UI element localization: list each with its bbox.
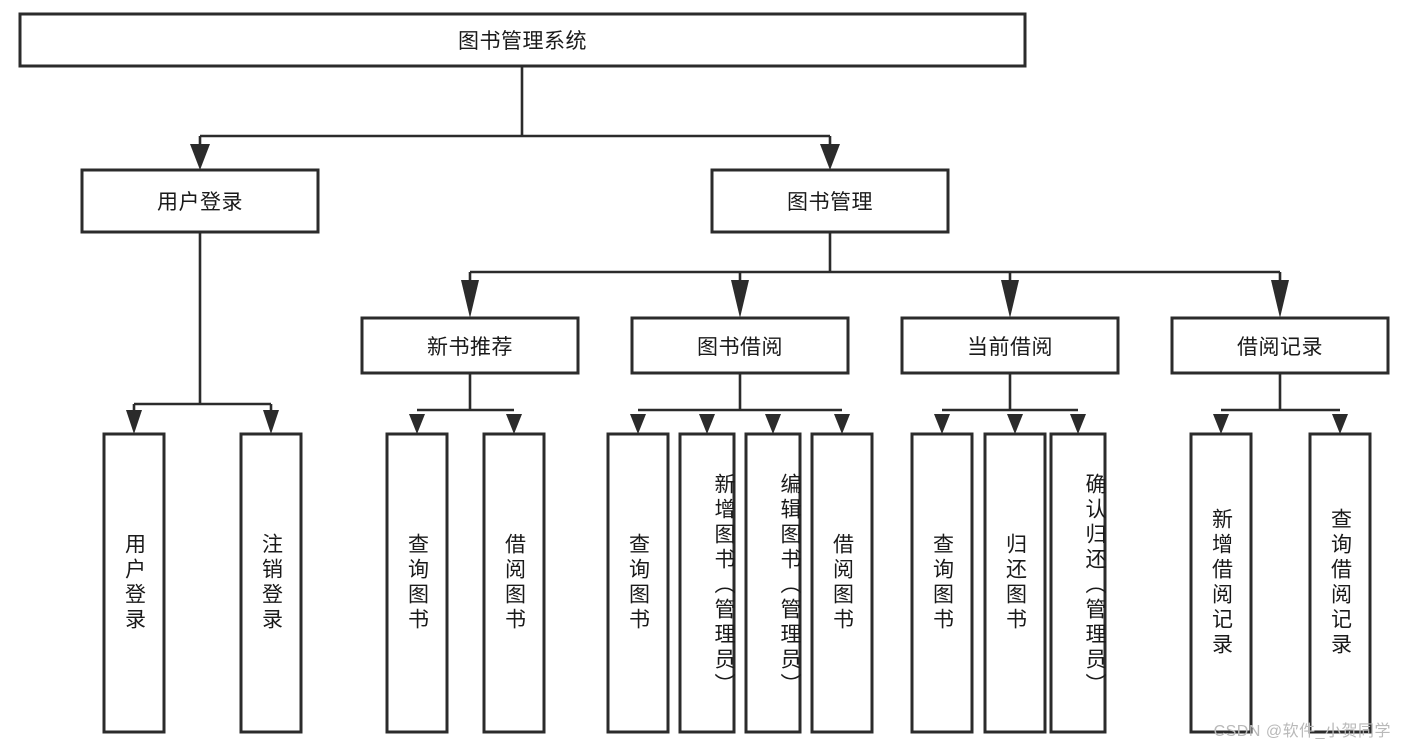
arrow-user-login	[190, 144, 210, 170]
arrow-leaf-query-book-3	[934, 414, 950, 434]
node-box-leaf-query-book-2[interactable]	[606, 432, 670, 734]
node-box-current-borrow[interactable]	[900, 316, 1120, 375]
node-box-leaf-return-book[interactable]	[983, 432, 1047, 734]
node-box-leaf-borrow-book-1[interactable]	[482, 432, 546, 734]
arrow-leaf-query-record	[1332, 414, 1348, 434]
arrow-new-book-recommend	[461, 280, 479, 318]
arrow-leaf-return-book	[1007, 414, 1023, 434]
node-box-user-login[interactable]	[80, 168, 320, 234]
connectors-userlogin-to-leaves	[126, 232, 279, 434]
node-box-leaf-borrow-book-2[interactable]	[810, 432, 874, 734]
connectors-newbook-to-leaves	[409, 373, 522, 434]
arrow-leaf-edit-book	[765, 414, 781, 434]
arrow-current-borrow	[1001, 280, 1019, 318]
arrow-book-borrow	[731, 280, 749, 318]
arrow-leaf-borrow-book-1	[506, 414, 522, 434]
node-box-book-borrow[interactable]	[630, 316, 850, 375]
node-box-leaf-user-login[interactable]	[102, 432, 166, 734]
connectors-bookborrow-to-leaves	[630, 373, 850, 434]
node-box-leaf-logout[interactable]	[239, 432, 303, 734]
node-box-leaf-edit-book[interactable]	[744, 432, 802, 734]
node-box-new-book-recommend[interactable]	[360, 316, 580, 375]
connectors-bookmanage-to-level2	[461, 232, 1289, 318]
arrow-leaf-add-record	[1213, 414, 1229, 434]
arrow-leaf-query-book-1	[409, 414, 425, 434]
node-box-borrow-record[interactable]	[1170, 316, 1390, 375]
arrow-book-manage	[820, 144, 840, 170]
arrow-leaf-add-book	[699, 414, 715, 434]
connectors-root-to-level1	[190, 66, 840, 170]
arrow-leaf-borrow-book-2	[834, 414, 850, 434]
node-box-leaf-add-record[interactable]	[1189, 432, 1253, 734]
csdn-watermark: CSDN @软件_小贺同学	[1213, 723, 1391, 740]
node-box-leaf-query-book-3[interactable]	[910, 432, 974, 734]
arrow-leaf-confirm-return	[1070, 414, 1086, 434]
node-box-leaf-confirm-return[interactable]	[1049, 432, 1107, 734]
arrow-leaf-logout	[263, 410, 279, 434]
node-box-leaf-query-book-1[interactable]	[385, 432, 449, 734]
arrow-leaf-query-book-2	[630, 414, 646, 434]
node-box-root[interactable]	[18, 12, 1027, 68]
node-box-book-manage[interactable]	[710, 168, 950, 234]
arrow-leaf-user-login	[126, 410, 142, 434]
node-box-leaf-add-book[interactable]	[678, 432, 736, 734]
connectors-borrowrecord-to-leaves	[1213, 373, 1348, 434]
node-box-leaf-query-record[interactable]	[1308, 432, 1372, 734]
arrow-borrow-record	[1271, 280, 1289, 318]
connectors-currentborrow-to-leaves	[934, 373, 1086, 434]
